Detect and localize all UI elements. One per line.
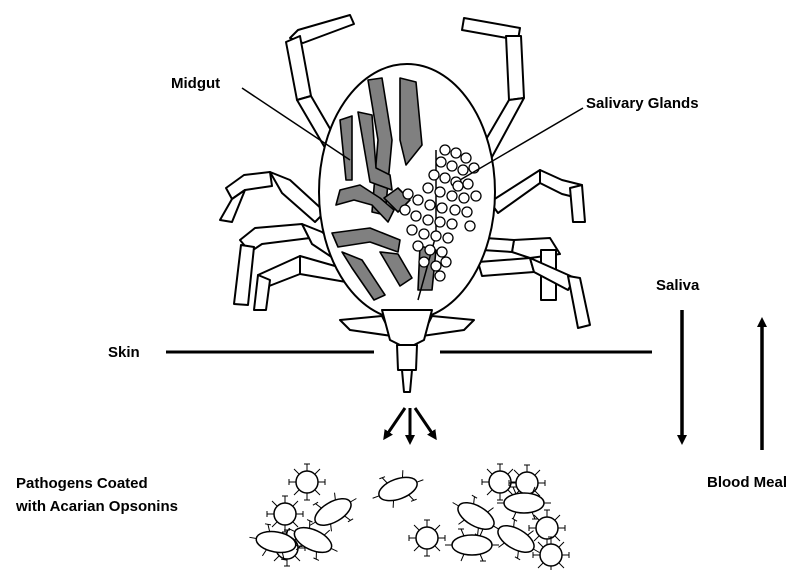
pathogen-cluster-right	[445, 464, 569, 570]
saliva-label: Saliva	[656, 277, 700, 294]
blood-meal-label: Blood Meal	[707, 474, 787, 491]
pathogen-cluster-middle	[367, 465, 445, 556]
pathogens-label-line2: with Acarian Opsonins	[15, 498, 178, 515]
midgut-label: Midgut	[171, 75, 220, 92]
pathogen-cluster-left	[247, 464, 365, 566]
saliva-injection-arrows	[386, 408, 434, 440]
pathogens-label-line1: Pathogens Coated	[16, 475, 148, 492]
salivary-glands-label: Salivary Glands	[586, 95, 699, 112]
skin-label: Skin	[108, 344, 140, 361]
